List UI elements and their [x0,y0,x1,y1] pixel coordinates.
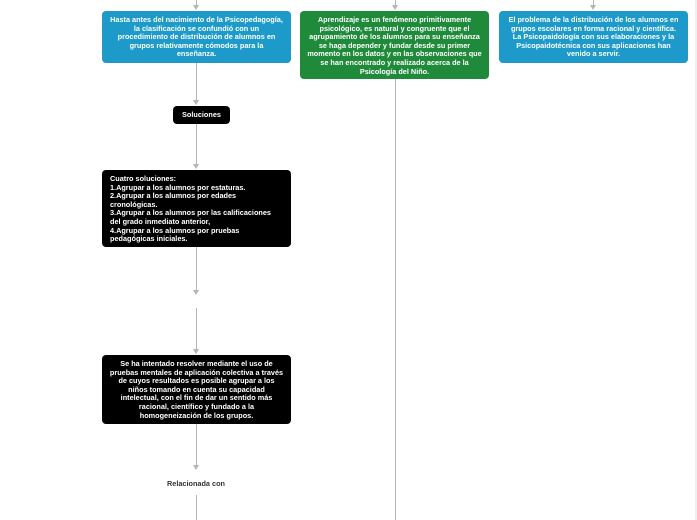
canvas-scroll-edge [695,0,697,520]
connector-arrow [193,465,199,470]
connector-relacionada-down [196,495,197,520]
connector-center-down [395,79,396,520]
connector-top-right [593,0,594,6]
connector-top-center [395,0,396,6]
node-pruebas-mentales[interactable]: Se ha intentado resolver mediante el uso… [102,355,291,424]
connector-arrow [193,349,199,354]
node-cuatro-soluciones[interactable]: Cuatro soluciones: 1.Agrupar a los alumn… [102,170,291,247]
connector-cuatro-down [196,247,197,291]
label-relacionada-con[interactable]: Relacionada con [167,479,225,488]
node-soluciones[interactable]: Soluciones [173,106,230,124]
connector-arrow [193,290,199,295]
connector-arrow [193,100,199,105]
connector-left-to-soluciones [196,63,197,101]
connector-pruebas-to-relacionada [196,424,197,466]
connector-arrow [392,5,398,10]
connector-soluciones-to-cuatro [196,124,197,165]
node-aprendizaje-fenomeno[interactable]: Aprendizaje es un fenómeno primitivament… [300,11,489,79]
node-problema-distribucion[interactable]: El problema de la distribución de los al… [499,11,688,63]
connector-top-left [196,0,197,6]
connector-arrow [193,5,199,10]
connector-to-pruebas [196,308,197,350]
connector-arrow [193,164,199,169]
connector-arrow [590,5,596,10]
node-clasificacion-historia[interactable]: Hasta antes del nacimiento de la Psicope… [102,11,291,63]
